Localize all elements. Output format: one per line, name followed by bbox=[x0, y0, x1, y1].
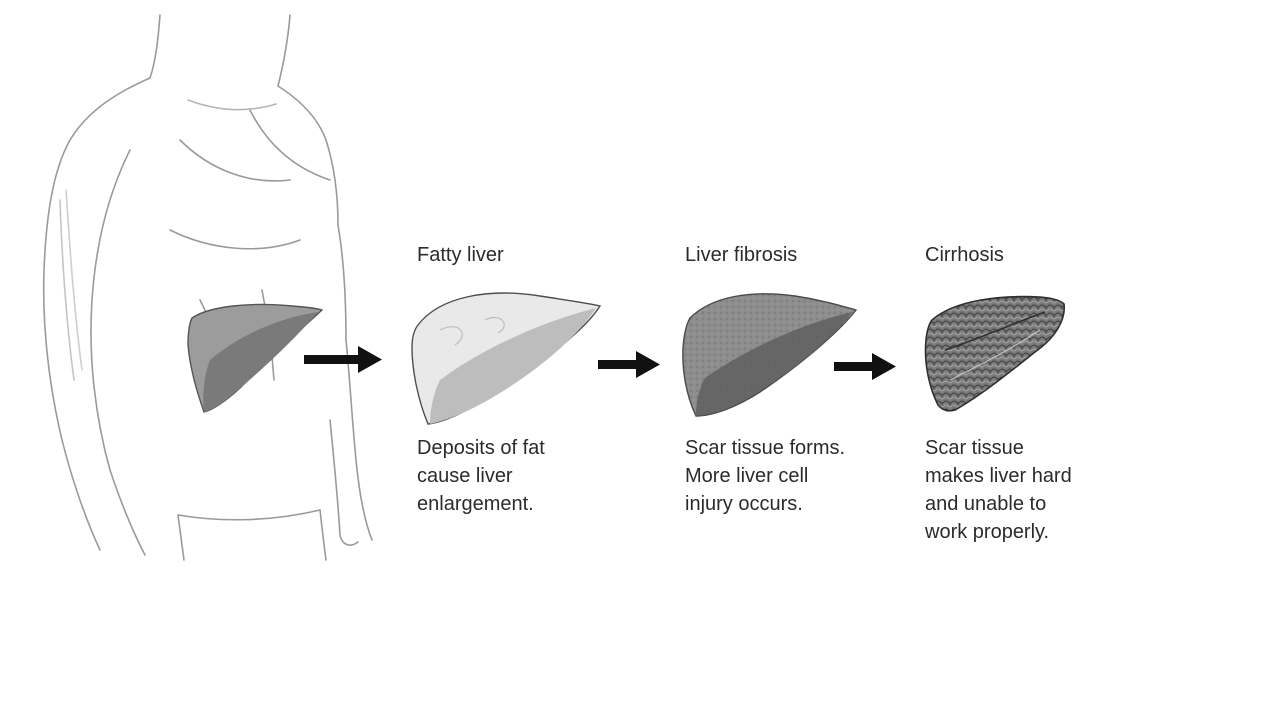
stage-description-cirrhosis: Scar tissue makes liver hard and unable … bbox=[925, 434, 1072, 546]
stage-title-fatty-liver: Fatty liver bbox=[417, 244, 504, 266]
description-line: cause liver bbox=[417, 465, 513, 487]
arrow-icon bbox=[598, 351, 660, 378]
description-line: Scar tissue forms. bbox=[685, 437, 846, 459]
torso-illustration bbox=[42, 14, 373, 561]
description-line: More liver cell bbox=[685, 465, 809, 487]
description-line: work properly. bbox=[925, 521, 1050, 543]
arrow-icon bbox=[834, 353, 896, 380]
stage-title-liver-fibrosis: Liver fibrosis bbox=[685, 244, 798, 266]
fatty-liver-illustration bbox=[411, 292, 602, 425]
fibrosis-liver-illustration bbox=[682, 293, 858, 417]
cirrhosis-liver-illustration bbox=[924, 295, 1065, 412]
description-line: and unable to bbox=[925, 493, 1047, 515]
stage-description-fatty-liver: Deposits of fat cause liver enlargement. bbox=[417, 434, 545, 518]
description-line: makes liver hard bbox=[925, 465, 1072, 487]
stage-description-liver-fibrosis: Scar tissue forms. More liver cell injur… bbox=[685, 434, 845, 518]
normal-liver-illustration bbox=[187, 303, 324, 413]
description-line: enlargement. bbox=[417, 493, 534, 515]
arrow-icon bbox=[304, 346, 382, 373]
description-line: Deposits of fat bbox=[417, 437, 545, 459]
description-line: Scar tissue bbox=[925, 437, 1024, 459]
stage-title-cirrhosis: Cirrhosis bbox=[925, 244, 1004, 266]
description-line: injury occurs. bbox=[685, 493, 803, 515]
